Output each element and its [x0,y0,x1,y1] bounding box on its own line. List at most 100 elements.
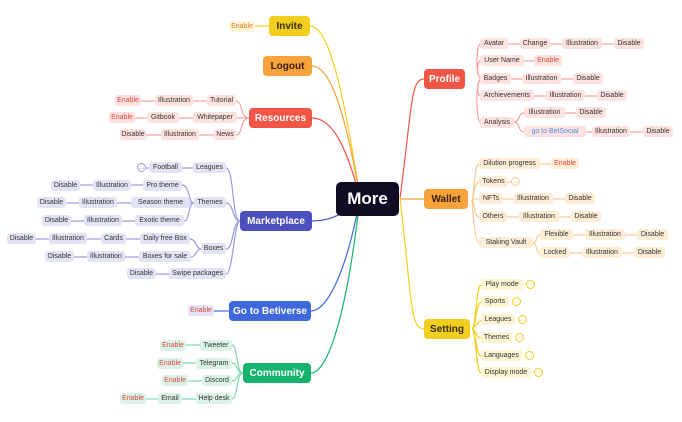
flexible-item[interactable]: Flexible [540,229,573,240]
pro-theme-illustration[interactable]: Illustration [93,180,131,191]
tutorial-illustration[interactable]: Illustration [155,95,193,106]
themes-item[interactable]: Themes [194,197,226,208]
leagues-setting-item[interactable]: Leagues [481,314,515,325]
boxes-for-sale-illustration[interactable]: Illustration [87,251,125,262]
discord-item[interactable]: Discord [202,375,232,386]
link-profile [399,78,425,199]
swipe-packages-item[interactable]: Swipe packages [169,268,226,279]
invite-node[interactable]: Invite [269,16,310,36]
pro-theme-disable-tag[interactable]: Disable [51,180,80,191]
display-mode-item[interactable]: Display mode [481,367,531,378]
flexible-disable-tag[interactable]: Disable [637,229,668,240]
avatar-item[interactable]: Avatar [480,38,508,49]
logout-node[interactable]: Logout [263,56,312,76]
football-item[interactable]: Football [149,162,182,173]
season-theme-disable-tag[interactable]: Disable [37,197,66,208]
marketplace-node[interactable]: Marketplace [240,211,312,231]
dilution-progress-item[interactable]: Dilution progress [479,158,540,169]
badges-illustration[interactable]: Illustration [522,73,561,84]
themes-setting-item[interactable]: Themes [481,332,512,343]
pro-theme-item[interactable]: Pro theme [143,180,182,191]
email-item[interactable]: Email [158,393,182,404]
achievements-disable-tag[interactable]: Disable [597,90,627,101]
play-mode-item[interactable]: Play mode [481,279,523,290]
exotic-theme-illustration[interactable]: Illustration [84,215,122,226]
flexible-illustration[interactable]: Illustration [585,229,625,240]
sports-item[interactable]: Sports [481,296,509,307]
achievements-illustration[interactable]: Illustration [546,90,585,101]
badges-disable-tag[interactable]: Disable [573,73,603,84]
nfts-disable-tag[interactable]: Disable [565,193,595,204]
betiverse-enable-tag[interactable]: Enable [188,305,214,316]
resources-node[interactable]: Resources [249,108,312,128]
betsocial-illustration[interactable]: Illustration [592,126,630,137]
season-theme-illustration[interactable]: Illustration [79,197,117,208]
cards-item[interactable]: Cards [101,233,126,244]
tweeter-item[interactable]: Tweeter [200,340,232,351]
help-desk-item[interactable]: Help desk [196,393,232,404]
email-enable-tag[interactable]: Enable [120,393,146,404]
news-illustration[interactable]: Illustration [161,129,199,140]
daily-free-box-item[interactable]: Daily free Box [140,233,190,244]
locked-item[interactable]: Locked [540,247,570,258]
avatar-change-item[interactable]: Change [520,38,550,49]
analysis-illustration[interactable]: Illustration [524,107,565,118]
gitbook-item[interactable]: Gitbook [147,112,179,123]
tutorial-item[interactable]: Tutorial [207,95,236,106]
analysis-disable-tag[interactable]: Disable [576,107,606,118]
locked-illustration[interactable]: Illustration [582,247,622,258]
sports-badge-icon: … [512,297,521,306]
telegram-item[interactable]: Telegram [196,358,232,369]
tokens-badge-icon: … [511,177,520,186]
tokens-item[interactable]: Tokens [479,176,508,187]
go-to-betsocial-link[interactable]: go to BetSocial [524,126,586,137]
boxes-for-sale-disable-tag[interactable]: Disable [45,251,74,262]
gitbook-enable-tag[interactable]: Enable [109,112,135,123]
user-name-enable-tag[interactable]: Enable [534,55,562,66]
setting-node[interactable]: Setting [424,319,470,339]
root-node[interactable]: More [336,182,399,216]
wallet-node[interactable]: Wallet [424,189,468,209]
link-resources [311,117,361,199]
others-illustration[interactable]: Illustration [519,211,559,222]
betsocial-disable-tag[interactable]: Disable [643,126,673,137]
avatar-disable-tag[interactable]: Disable [614,38,644,49]
staking-vault-item[interactable]: Staking Vault [479,237,533,248]
languages-badge-icon: … [525,351,534,360]
telegram-enable-tag[interactable]: Enable [157,358,183,369]
whitepaper-item[interactable]: Whitepaper [193,112,237,123]
others-disable-tag[interactable]: Disable [571,211,601,222]
others-item[interactable]: Others [479,211,507,222]
achievements-item[interactable]: Archievements [480,90,534,101]
leagues-badge-icon: … [518,315,527,324]
locked-disable-tag[interactable]: Disable [634,247,665,258]
avatar-illustration[interactable]: Illustration [562,38,602,49]
community-node[interactable]: Community [243,363,311,383]
cards-illustration[interactable]: Illustration [49,233,87,244]
user-name-item[interactable]: User Name [480,55,524,66]
dilution-enable-tag[interactable]: Enable [551,158,579,169]
play-mode-badge-icon: … [526,280,535,289]
go-to-betiverse-node[interactable]: Go to Betiverse [229,301,311,321]
discord-enable-tag[interactable]: Enable [162,375,188,386]
season-theme-item[interactable]: Season theme [131,197,190,208]
leagues-item[interactable]: Leagues [193,162,226,173]
profile-node[interactable]: Profile [424,69,465,89]
themes-badge-icon: … [515,333,524,342]
boxes-item[interactable]: Boxes [201,243,226,254]
exotic-theme-disable-tag[interactable]: Disable [42,215,71,226]
nfts-illustration[interactable]: Illustration [513,193,553,204]
languages-item[interactable]: Languages [481,350,522,361]
news-disable-tag[interactable]: Disable [120,129,146,140]
tutorial-enable-tag[interactable]: Enable [115,95,141,106]
exotic-theme-item[interactable]: Exotic theme [135,215,184,226]
nfts-item[interactable]: NFTs [479,193,503,204]
badges-item[interactable]: Badges [480,73,511,84]
analysis-item[interactable]: Analysis [480,117,514,128]
boxes-for-sale-item[interactable]: Boxes for sale [139,251,191,262]
news-item[interactable]: News [214,129,236,140]
tweeter-enable-tag[interactable]: Enable [160,340,186,351]
cards-disable-tag[interactable]: Disable [7,233,36,244]
swipe-packages-disable-tag[interactable]: Disable [127,268,156,279]
invite-enable-tag[interactable]: Enable [229,21,255,32]
